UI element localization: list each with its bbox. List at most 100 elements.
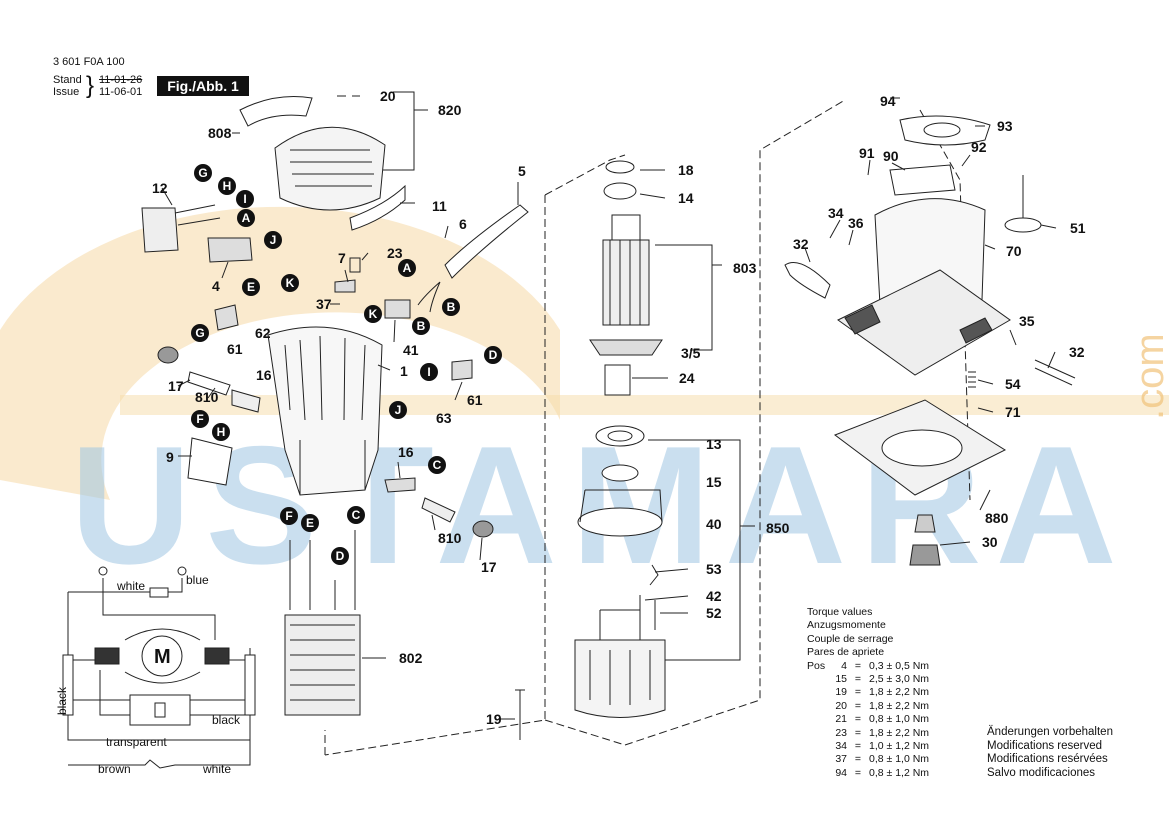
part-callout-32: 32 xyxy=(1069,344,1085,360)
torque-value: 1,8 ± 2,2 Nm xyxy=(869,699,930,712)
part-callout-12: 12 xyxy=(152,180,168,196)
connection-badge-D: D xyxy=(484,346,502,364)
torque-pos: 15 xyxy=(835,673,847,686)
svg-text:J: J xyxy=(270,233,277,247)
wire-label-black-left: black xyxy=(55,686,69,715)
issue-label: Issue xyxy=(53,86,80,98)
torque-pos: 23 xyxy=(835,726,847,739)
part-callout-30: 30 xyxy=(982,534,998,550)
part-callout-810: 810 xyxy=(438,530,462,546)
torque-row: 34=1,0 ± 1,2 Nm xyxy=(807,740,929,753)
part-callout-37: 37 xyxy=(316,296,332,312)
torque-pos: 4 xyxy=(841,659,847,672)
torque-pos-label xyxy=(807,727,829,740)
connection-badge-J: J xyxy=(389,401,407,419)
torque-pos: 37 xyxy=(835,753,847,766)
connection-badge-I: I xyxy=(420,363,438,381)
torque-equals: = xyxy=(854,766,862,779)
torque-title-2: Anzugsmomente xyxy=(807,619,886,632)
part-callout-70: 70 xyxy=(1006,243,1022,259)
part-callout-3-5: 3/5 xyxy=(681,345,701,361)
torque-equals: = xyxy=(854,740,862,753)
wire-label-transparent: transparent xyxy=(106,735,167,749)
part-callout-61: 61 xyxy=(227,341,243,357)
part-callout-23: 23 xyxy=(387,245,403,261)
part-callout-36: 36 xyxy=(848,215,864,231)
connection-badge-F: F xyxy=(191,410,209,428)
connection-badge-H: H xyxy=(212,423,230,441)
torque-pos: 20 xyxy=(835,699,847,712)
part-callout-9: 9 xyxy=(166,449,174,465)
connection-badge-J: J xyxy=(264,231,282,249)
torque-values-block: Torque values Anzugsmomente Couple de se… xyxy=(807,606,929,780)
torque-pos-label xyxy=(807,753,829,766)
torque-equals: = xyxy=(854,686,862,699)
torque-pos-label xyxy=(807,673,829,686)
part-callout-16: 16 xyxy=(398,444,414,460)
part-callout-4: 4 xyxy=(212,278,220,294)
svg-text:E: E xyxy=(306,516,314,530)
connection-badge-A: A xyxy=(398,259,416,277)
part-callout-90: 90 xyxy=(883,148,899,164)
part-callout-808: 808 xyxy=(208,125,232,141)
torque-title-3: Couple de serrage xyxy=(807,632,894,645)
part-callout-18: 18 xyxy=(678,162,694,178)
svg-text:D: D xyxy=(336,549,345,563)
connection-badge-K: K xyxy=(364,305,382,323)
torque-value: 2,5 ± 3,0 Nm xyxy=(869,673,930,686)
part-callout-42: 42 xyxy=(706,588,722,604)
part-callout-17: 17 xyxy=(481,559,497,575)
torque-pos-label xyxy=(807,713,829,726)
part-callout-6: 6 xyxy=(459,216,467,232)
svg-text:B: B xyxy=(417,319,426,333)
torque-pos-label: Pos xyxy=(807,659,826,672)
part-callout-54: 54 xyxy=(1005,376,1021,392)
torque-pos-label xyxy=(807,686,829,699)
part-callout-5: 5 xyxy=(518,163,526,179)
wire-label-white-bottom: white xyxy=(202,762,231,776)
torque-equals: = xyxy=(854,673,862,686)
connection-badge-C: C xyxy=(428,456,446,474)
wire-label-black-right: black xyxy=(212,713,241,727)
part-callout-52: 52 xyxy=(706,605,722,621)
modifications-line-4: Salvo modificaciones xyxy=(987,766,1096,779)
connection-badge-G: G xyxy=(194,164,212,182)
torque-row: 94=0,8 ± 1,2 Nm xyxy=(807,767,929,780)
part-callout-62: 62 xyxy=(255,325,271,341)
modifications-note: Änderungen vorbehalten Modifications res… xyxy=(987,726,1113,780)
modifications-line-2: Modifications reserved xyxy=(987,739,1103,752)
connection-badge-G: G xyxy=(191,324,209,342)
connection-badge-I: I xyxy=(236,190,254,208)
connection-badge-E: E xyxy=(242,278,260,296)
torque-pos: 21 xyxy=(835,713,847,726)
torque-value: 0,3 ± 0,5 Nm xyxy=(869,659,930,672)
svg-text:E: E xyxy=(247,280,255,294)
connection-badge-B: B xyxy=(442,298,460,316)
connection-badge-E: E xyxy=(301,514,319,532)
part-callout-802: 802 xyxy=(399,650,423,666)
part-callout-92: 92 xyxy=(971,139,987,155)
svg-text:C: C xyxy=(433,458,442,472)
torque-pos-label xyxy=(807,700,829,713)
svg-text:J: J xyxy=(395,403,402,417)
torque-pos-label xyxy=(807,767,829,780)
part-callout-820: 820 xyxy=(438,102,462,118)
part-callout-14: 14 xyxy=(678,190,694,206)
torque-title-4: Pares de apriete xyxy=(807,646,885,659)
svg-text:H: H xyxy=(217,425,226,439)
issue-date: 11-06-01 xyxy=(99,86,143,98)
torque-row: 20=1,8 ± 2,2 Nm xyxy=(807,700,929,713)
connection-badge-B: B xyxy=(412,317,430,335)
part-callout-850: 850 xyxy=(766,520,790,536)
torque-row: 23=1,8 ± 2,2 Nm xyxy=(807,727,929,740)
svg-text:C: C xyxy=(352,508,361,522)
torque-value: 0,8 ± 1,2 Nm xyxy=(869,766,930,779)
part-callout-35: 35 xyxy=(1019,313,1035,329)
torque-value: 0,8 ± 1,0 Nm xyxy=(869,753,930,766)
part-callout-91: 91 xyxy=(859,145,875,161)
part-callout-19: 19 xyxy=(486,711,502,727)
brace-glyph: } xyxy=(86,72,95,99)
part-callout-93: 93 xyxy=(997,118,1013,134)
